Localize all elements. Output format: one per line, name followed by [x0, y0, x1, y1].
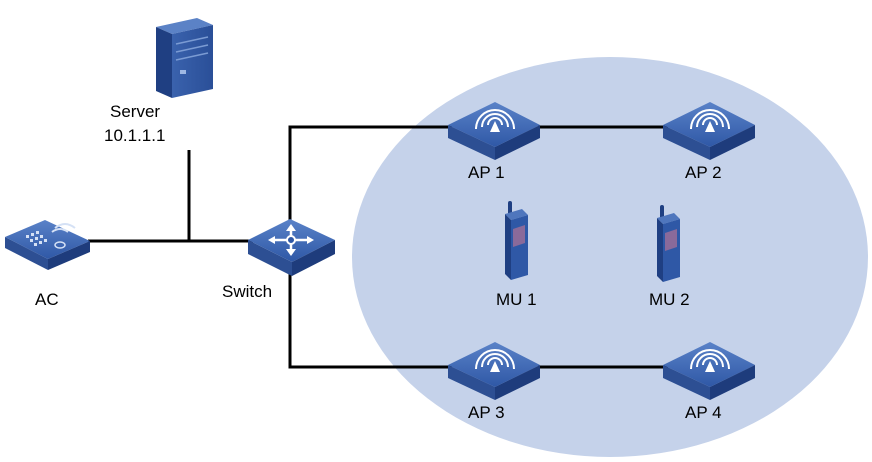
mu-1-icon: [505, 201, 528, 280]
mu-2-label: MU 2: [649, 290, 690, 309]
switch-label: Switch: [222, 282, 273, 301]
server-icon: [156, 18, 213, 98]
ap-1-icon: [448, 102, 540, 160]
link-switch-ap3: [288, 272, 452, 369]
network-links: [88, 125, 668, 369]
mu-1-label: MU 1: [496, 290, 537, 309]
link-switch-ap1: [288, 125, 452, 225]
ap-2-label: AP 2: [685, 163, 722, 182]
ap-4-icon: [663, 342, 755, 400]
wireless-coverage-area: [352, 57, 868, 457]
ac-label: AC: [35, 290, 59, 309]
ap-4-label: AP 4: [685, 403, 722, 422]
ap-3-icon: [448, 342, 540, 400]
ap-3-label: AP 3: [468, 403, 505, 422]
switch-icon: [248, 219, 335, 276]
ac-icon: [5, 220, 90, 270]
ap-2-icon: [663, 102, 755, 160]
server-ip-label: 10.1.1.1: [104, 126, 166, 145]
mu-2-icon: [657, 205, 680, 282]
ap-1-label: AP 1: [468, 163, 505, 182]
server-name-label: Server: [110, 102, 161, 121]
